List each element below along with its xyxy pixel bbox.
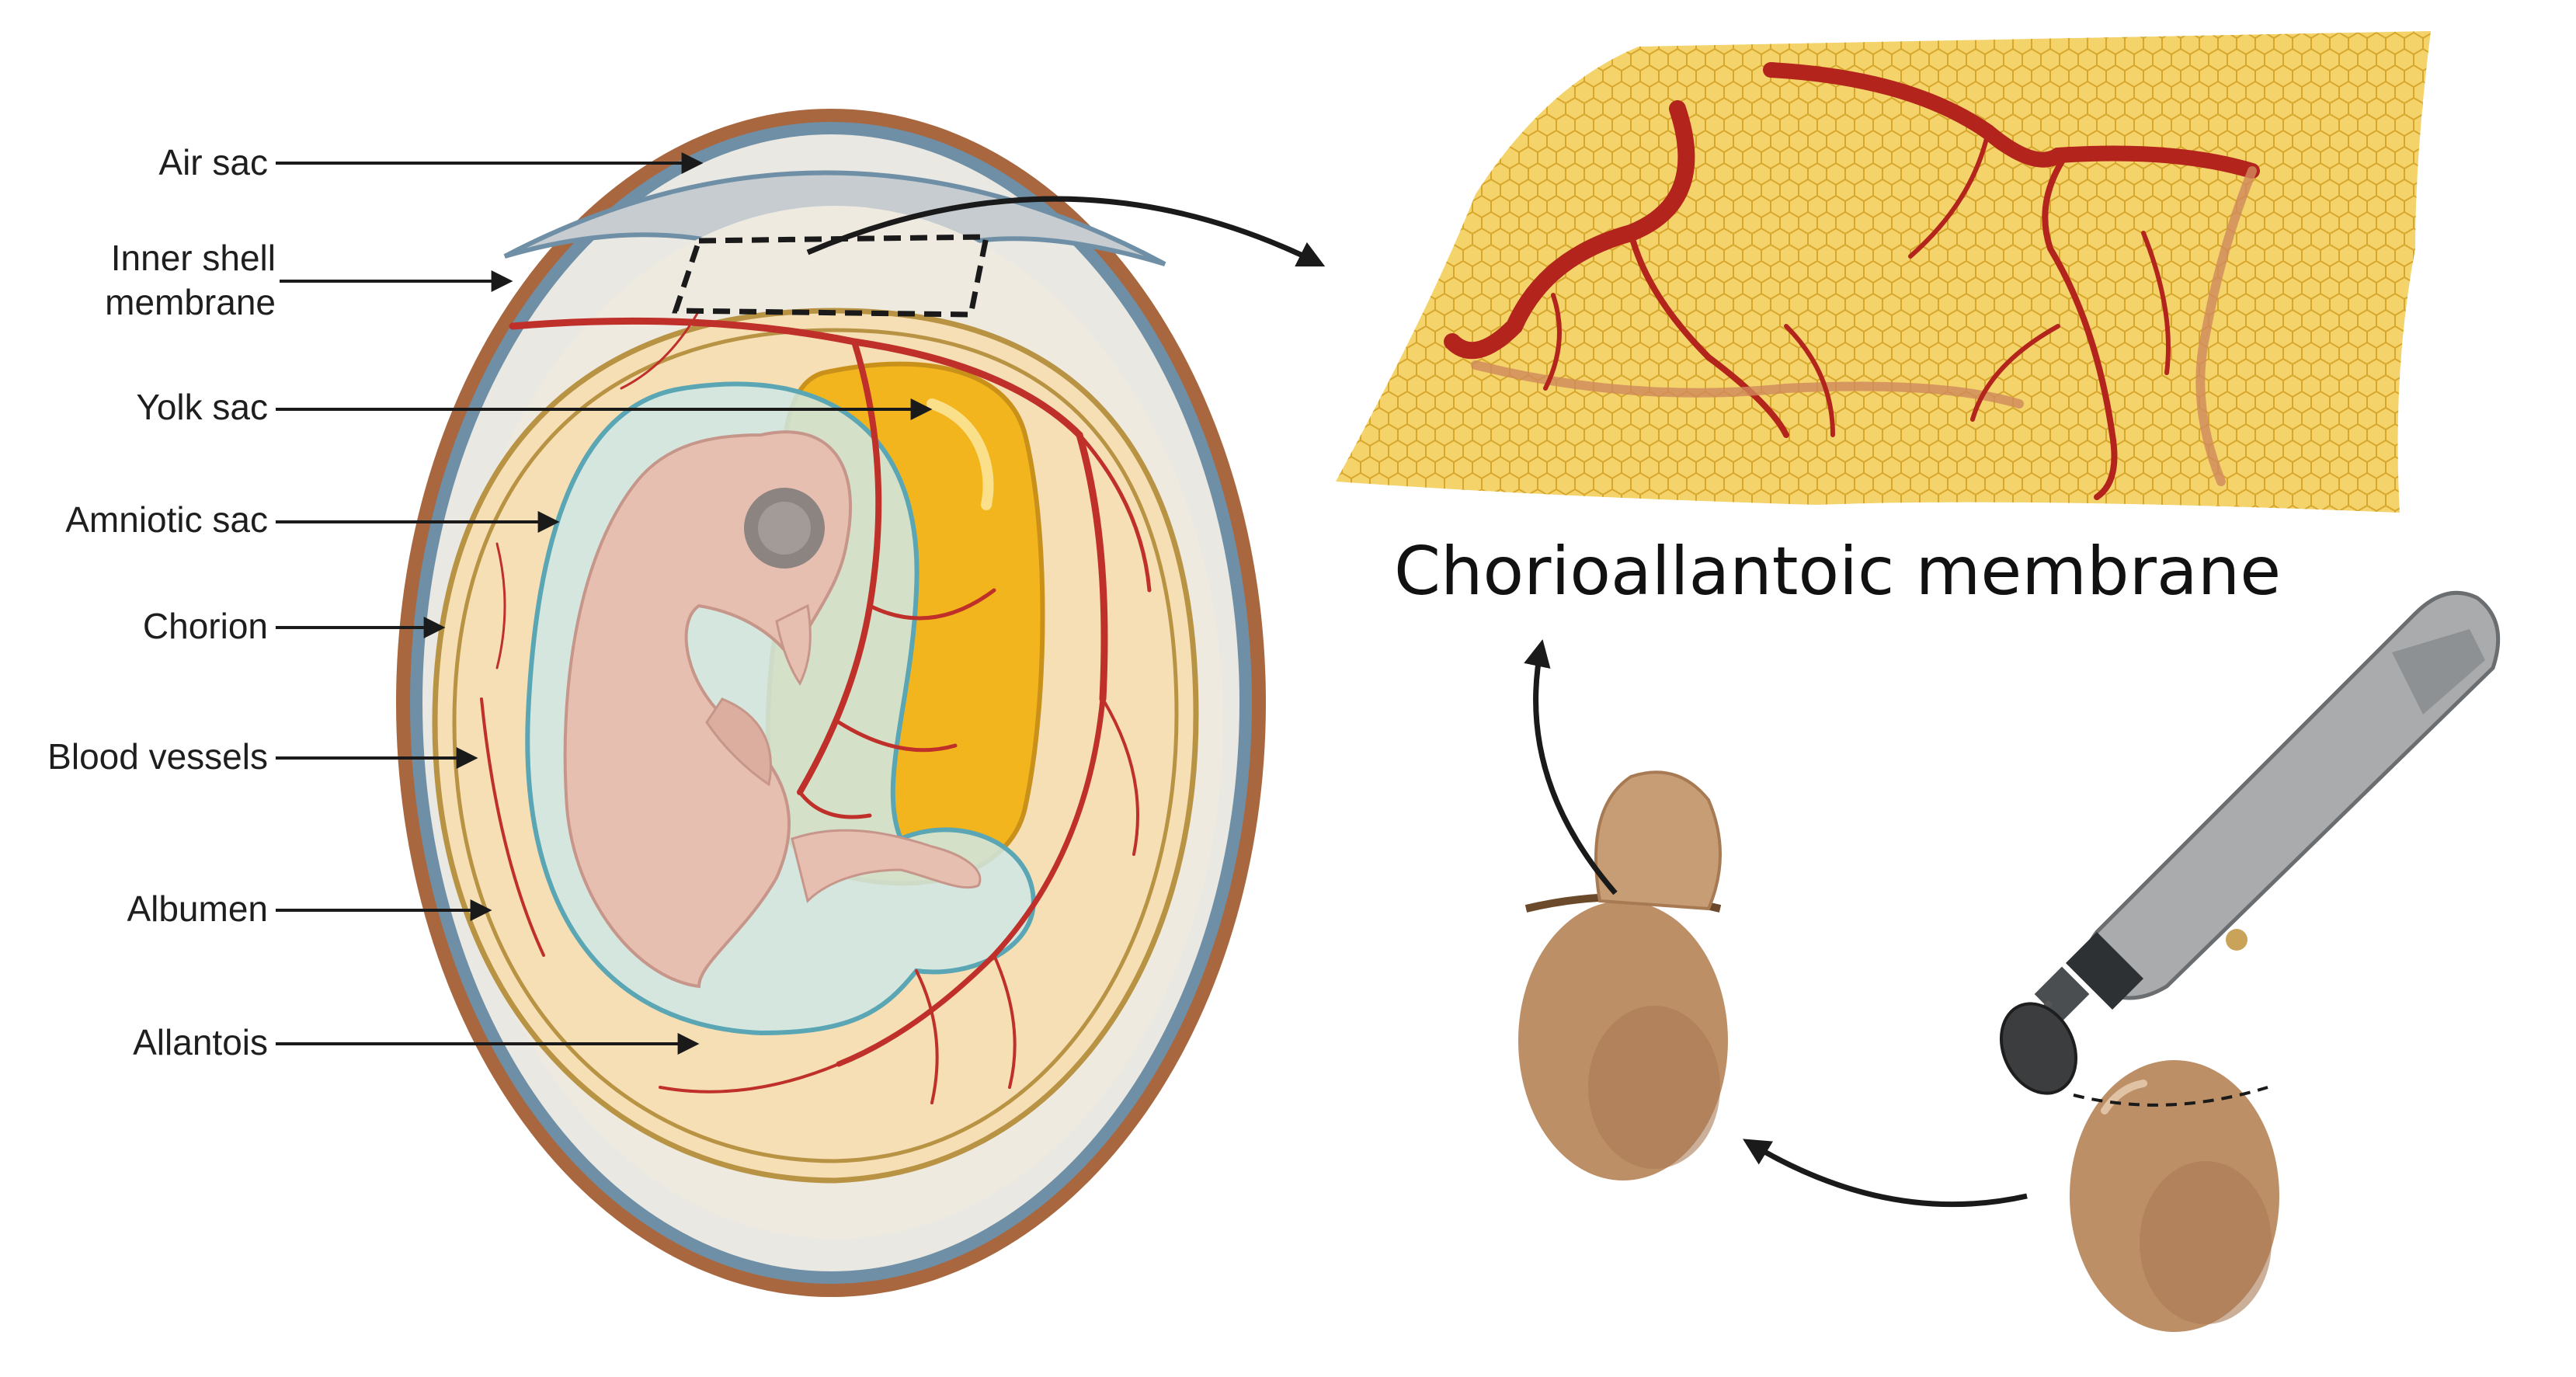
- embryo-icon: [563, 430, 982, 989]
- opened-egg-shade: [1588, 1006, 1720, 1169]
- rotary-tool-grip: [2392, 629, 2485, 715]
- label-albumen: Albumen: [127, 888, 268, 929]
- membrane-hex-texture: [1336, 31, 2431, 513]
- embryo-leg: [791, 829, 982, 903]
- arrow-to-opened-egg-icon: [1743, 1139, 2028, 1208]
- label-chorion: Chorion: [143, 606, 268, 646]
- chorioallantoic-membrane-icon: [1336, 31, 2431, 513]
- cutting-disc-icon: [1999, 1002, 2078, 1095]
- label-amniotic-sac: Amniotic sac: [65, 499, 268, 540]
- membrane-title: Chorioallantoic membrane: [1394, 533, 2281, 610]
- labels-group: Air sac Inner shell membrane Yolk sac Am…: [47, 142, 933, 1062]
- label-blood-vessels: Blood vessels: [47, 736, 268, 777]
- membrane-vessels: [1444, 62, 2260, 500]
- egg-cross-section-icon: [396, 109, 1266, 1297]
- embryo-wing: [705, 697, 772, 787]
- egg-lid: [1594, 770, 1722, 911]
- chorion-line: [452, 328, 1179, 1163]
- intact-egg-icon: [2070, 1060, 2279, 1332]
- rotary-tool-icon: [1999, 590, 2501, 1095]
- label-air-sac: Air sac: [158, 142, 268, 183]
- label-inner-shell-2: membrane: [105, 282, 276, 322]
- label-yolk-sac: Yolk sac: [136, 387, 268, 427]
- cut-line: [2073, 1086, 2268, 1107]
- arrow-to-membrane-icon: [806, 196, 1326, 267]
- arrow-up-to-membrane-icon: [1524, 639, 1618, 895]
- sample-region-box: [672, 234, 990, 318]
- rotary-tool-button: [2226, 929, 2247, 951]
- rotary-tool-collar: [2066, 932, 2143, 1010]
- opened-egg-icon: [1518, 770, 1728, 1181]
- embryo-body: [563, 430, 853, 989]
- embryo-eye-inner: [758, 502, 811, 555]
- blood-vessels: [480, 309, 1152, 1104]
- yolk-highlight: [926, 398, 994, 510]
- label-allantois: Allantois: [133, 1022, 268, 1062]
- intact-egg-highlight: [2101, 1080, 2147, 1114]
- embryo-beak: [775, 603, 812, 686]
- intact-egg-shade: [2140, 1161, 2272, 1324]
- label-inner-shell-1: Inner shell: [111, 238, 276, 278]
